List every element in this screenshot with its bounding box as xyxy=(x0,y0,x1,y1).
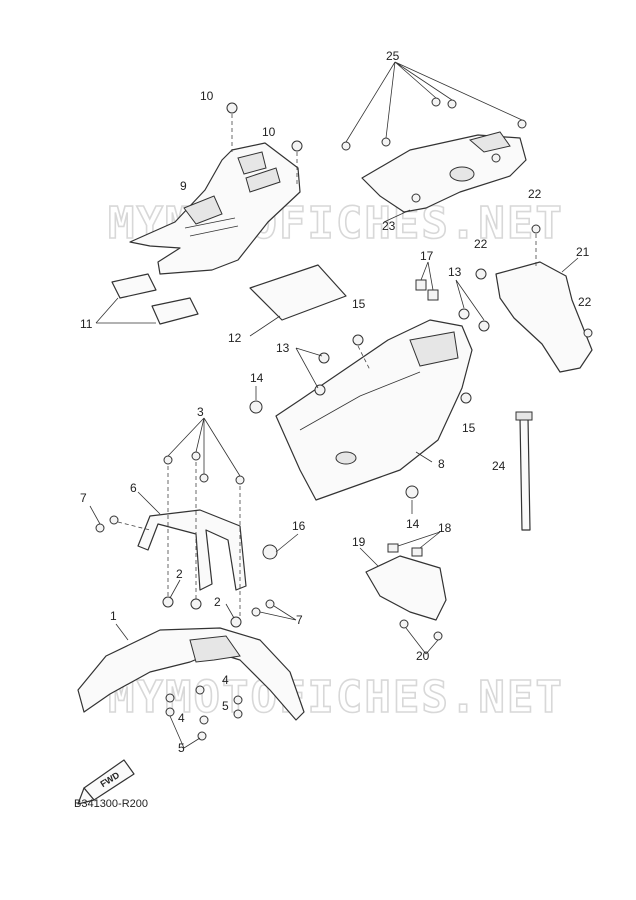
nut-15a xyxy=(352,334,364,346)
callout-22b: 22 xyxy=(474,237,488,251)
callout-10b: 10 xyxy=(262,125,276,139)
part-19-bracket xyxy=(365,555,447,621)
callout-14a: 14 xyxy=(250,371,264,385)
watermark-bottom: MYMOTOFICHES.NET xyxy=(108,672,564,723)
bolt-13d xyxy=(314,384,326,396)
callout-3: 3 xyxy=(197,405,204,419)
nut-2b xyxy=(190,598,202,610)
callout-24: 24 xyxy=(492,459,506,473)
nut-2c xyxy=(230,616,242,628)
callout-23: 23 xyxy=(382,219,396,233)
nut-2a xyxy=(162,596,174,608)
bolt-22a xyxy=(531,224,541,234)
bolt-13c xyxy=(318,352,330,364)
bolt-20b xyxy=(433,631,443,641)
grommet-18b xyxy=(411,547,423,557)
part-6-front-bracket xyxy=(137,509,247,591)
part-8-under-tray xyxy=(275,319,473,501)
callout-12: 12 xyxy=(228,331,242,345)
callout-25: 25 xyxy=(386,49,400,63)
callout-5a: 5 xyxy=(178,741,185,755)
callout-7b: 7 xyxy=(296,613,303,627)
bolt-20a xyxy=(399,619,409,629)
callout-15a: 15 xyxy=(352,297,366,311)
callout-13b: 13 xyxy=(276,341,290,355)
part-1-front-fender xyxy=(77,627,305,721)
bolts-25 xyxy=(341,97,527,151)
bolt-10b xyxy=(291,140,303,152)
callout-17: 17 xyxy=(420,249,434,263)
clip-17a xyxy=(415,279,427,291)
callout-2b: 2 xyxy=(214,595,221,609)
grommet-18a xyxy=(387,543,399,553)
bolt-13b xyxy=(478,320,490,332)
bolts-3 xyxy=(163,451,245,485)
callout-11: 11 xyxy=(80,317,93,331)
callout-6: 6 xyxy=(130,481,137,495)
callout-4b: 4 xyxy=(222,673,229,687)
callout-20: 20 xyxy=(416,649,430,663)
callout-10a: 10 xyxy=(200,89,214,103)
callout-13a: 13 xyxy=(448,265,462,279)
callout-2a: 2 xyxy=(176,567,183,581)
washers-4 xyxy=(165,685,243,725)
bolt-22c xyxy=(583,328,593,338)
callout-7a: 7 xyxy=(80,491,87,505)
part-21-bracket xyxy=(495,261,593,373)
part-11-pads xyxy=(111,273,199,325)
bolt-10a xyxy=(226,102,238,114)
part-24-cable-tie xyxy=(519,417,531,531)
bolt-13a xyxy=(458,308,470,320)
nuts-5 xyxy=(165,707,243,741)
clip-17b xyxy=(427,289,439,301)
part-12-pad xyxy=(249,264,347,321)
callout-1: 1 xyxy=(110,609,117,623)
callout-5b: 5 xyxy=(222,699,229,713)
diagram-code: B341300-R200 xyxy=(74,798,149,810)
callout-22a: 22 xyxy=(528,187,542,201)
callout-9: 9 xyxy=(180,179,187,193)
callout-15b: 15 xyxy=(462,421,476,435)
bolt-7d xyxy=(265,599,275,609)
bolt-7c xyxy=(251,607,261,617)
callout-18: 18 xyxy=(438,521,452,535)
bolt-7a xyxy=(95,523,105,533)
callout-19: 19 xyxy=(352,535,366,549)
part-9-seat-base xyxy=(129,142,301,275)
part-16-grommet xyxy=(262,544,278,560)
callout-8: 8 xyxy=(438,457,445,471)
nut-15b xyxy=(460,392,472,404)
nut-14a xyxy=(249,400,263,414)
bolt-7b xyxy=(109,515,119,525)
callout-4a: 4 xyxy=(178,711,185,725)
nut-14b xyxy=(405,485,419,499)
bolt-22b xyxy=(475,268,487,280)
callout-16: 16 xyxy=(292,519,306,533)
fwd-arrow-icon: FWD xyxy=(77,759,135,805)
callout-14b: 14 xyxy=(406,517,420,531)
callout-22c: 22 xyxy=(578,295,592,309)
callout-21: 21 xyxy=(576,245,590,259)
part-23-tail-cover xyxy=(361,131,527,213)
